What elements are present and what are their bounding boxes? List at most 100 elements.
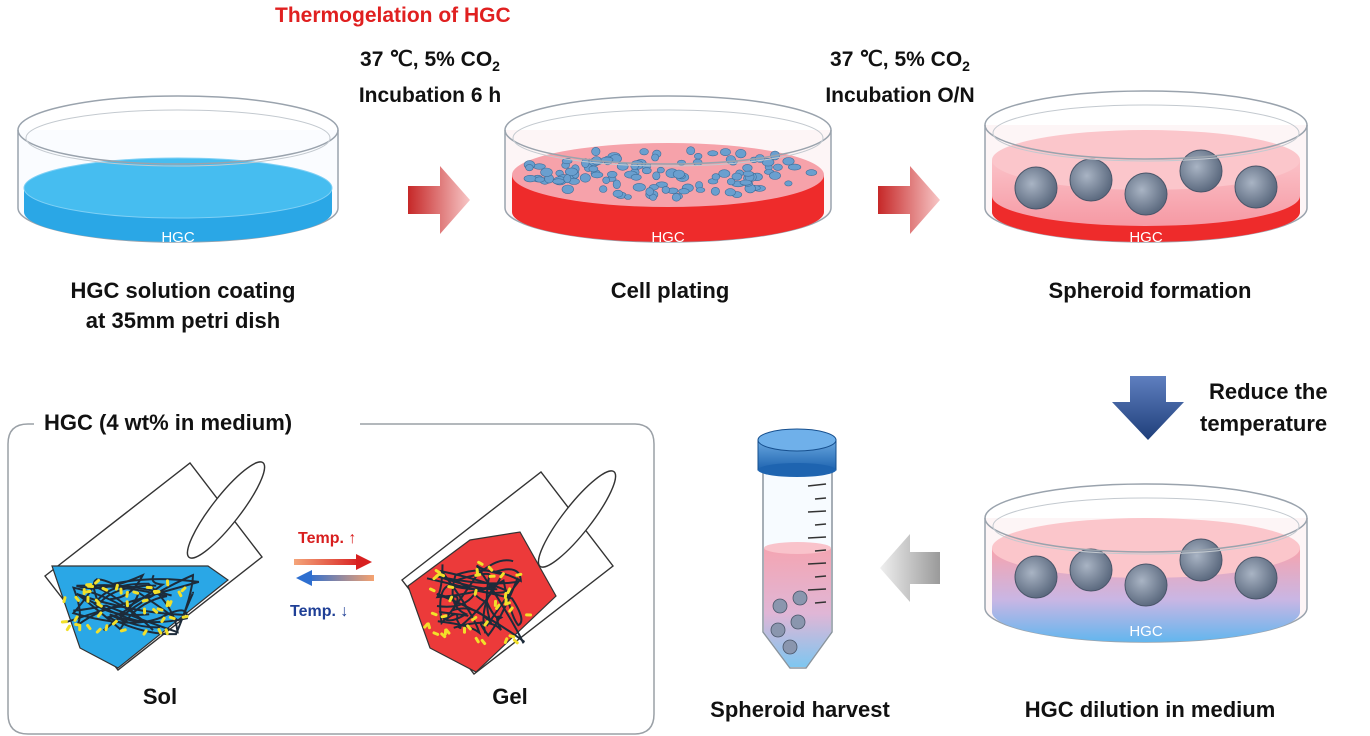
crosslink-dot (471, 615, 478, 622)
sol-label: Sol (142, 684, 178, 709)
cell (695, 187, 706, 193)
cell (632, 183, 646, 192)
cell (735, 149, 747, 159)
step2-line2: Incubation O/N (825, 84, 975, 108)
crosslink-dot (164, 628, 169, 636)
crosslink-dot (119, 587, 123, 595)
cell (805, 169, 818, 176)
crosslink-dot (503, 637, 509, 644)
falcon-tube (757, 428, 837, 669)
crosslink-dot (119, 628, 127, 633)
crosslink-dot (142, 629, 148, 636)
caption-coating-line1: HGC solution coating (70, 278, 296, 303)
cell (588, 165, 599, 173)
sol-polymer-chains (60, 573, 200, 636)
dish-blue-coating (17, 95, 339, 243)
crosslink-dot (141, 598, 149, 603)
arrow-right-2 (878, 166, 940, 234)
cell (612, 179, 621, 190)
cell (523, 175, 537, 183)
cell (630, 174, 642, 181)
crosslink-dot (428, 587, 436, 593)
crosslink-dot (423, 622, 429, 629)
crosslink-dot (114, 583, 119, 591)
crosslink-dot (443, 628, 448, 636)
crosslink-dot (74, 595, 80, 602)
crosslink-dot (525, 613, 533, 617)
inset-title: HGC (4 wt% in medium) (40, 410, 297, 436)
cell (590, 171, 604, 179)
cell (707, 150, 719, 157)
caption-harvest: Spheroid harvest (710, 697, 890, 722)
crosslink-dot (94, 598, 101, 605)
tube-cap (757, 428, 837, 477)
cell (692, 158, 703, 166)
crosslink-dot (447, 585, 455, 589)
step2-line1: 37 ℃, 5% CO (830, 48, 963, 71)
cell (591, 147, 601, 157)
cell (639, 148, 649, 156)
step1-sub: 2 (492, 58, 500, 75)
crosslink-dot (473, 588, 478, 596)
crosslink-dot (477, 560, 484, 566)
crosslink-dot (125, 600, 129, 608)
polymer-chain (437, 575, 521, 638)
gel-tube (401, 470, 617, 675)
cell (641, 167, 652, 175)
cell (652, 171, 661, 181)
step1-line1: 37 ℃, 5% CO (360, 48, 493, 71)
gel-polymer-chains (423, 559, 533, 646)
cell (671, 193, 681, 202)
crosslink-dot (483, 620, 489, 627)
cell (552, 178, 565, 185)
step2-conditions: 37 ℃, 5% CO2 Incubation O/N (790, 45, 1010, 111)
crosslink-dot (180, 586, 187, 593)
temp-down-text: Temp. ↓ (290, 603, 349, 620)
caption-plating: Cell plating (610, 278, 730, 303)
dish1-hgc-label: HGC (161, 229, 195, 246)
crosslink-dot (168, 615, 176, 621)
cell (602, 176, 611, 185)
cell (739, 179, 752, 186)
crosslink-dot (168, 600, 173, 607)
title-thermogelation: Thermogelation of HGC (275, 4, 511, 27)
crosslink-dot (512, 638, 519, 645)
crosslink-dot (181, 614, 189, 619)
caption-spheroid: Spheroid formation (1048, 278, 1252, 303)
crosslink-dot (152, 608, 159, 614)
cell (782, 157, 795, 166)
crosslink-dot (145, 585, 153, 590)
cell (534, 176, 545, 183)
dish2-hgc-label: HGC (651, 229, 685, 246)
crosslink-dot (480, 638, 487, 646)
crosslink-dot (87, 584, 95, 588)
crosslink-dot (156, 607, 164, 612)
dish-spheroid-formation (984, 90, 1308, 243)
step2-sub: 2 (962, 58, 970, 75)
temp-up-text: Temp. ↑ (298, 530, 357, 547)
cell (565, 167, 578, 177)
cell (710, 187, 720, 196)
crosslink-dot (94, 578, 101, 585)
crosslink-dot (440, 614, 448, 619)
cell (724, 188, 736, 197)
caption-coating-line2: at 35mm petri dish (85, 308, 281, 333)
crosslink-dot (506, 587, 512, 594)
cell (624, 194, 632, 200)
cell (645, 187, 654, 196)
crosslink-dot (495, 603, 501, 610)
crosslink-dot (65, 624, 71, 632)
crosslink-dot (487, 565, 494, 572)
cell (651, 153, 659, 162)
cell (742, 170, 754, 177)
crosslink-dot (60, 620, 68, 624)
temp-down-arrow (296, 570, 374, 586)
dish4-hgc-label: HGC (1129, 623, 1163, 640)
crosslink-dot (86, 595, 90, 603)
crosslink-dot (488, 574, 496, 578)
crosslink-dot (430, 611, 438, 617)
arrow-left-gray (880, 534, 940, 602)
caption-dilution: HGC dilution in medium (1024, 697, 1276, 722)
cell (581, 158, 590, 168)
